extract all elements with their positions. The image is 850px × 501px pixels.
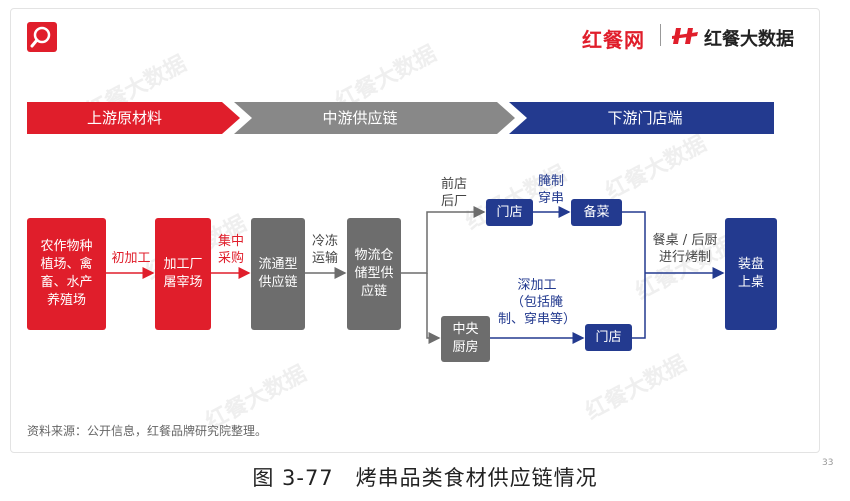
label-initial-processing: 初加工	[111, 251, 151, 266]
stage-upstream-arrow	[27, 102, 240, 134]
node-central-kitchen: 中央 厨房	[441, 316, 490, 362]
search-logo	[27, 22, 57, 52]
source-note: 资料来源：公开信息，红餐品牌研究院整理。	[27, 424, 268, 438]
edge-to-store-top	[401, 206, 486, 274]
node-circulation-supply: 流通型 供应链	[251, 218, 305, 330]
stage-downstream-arrow	[509, 102, 774, 134]
brand-divider	[660, 24, 661, 46]
stage-banner	[27, 102, 774, 134]
label-central-purchase: 集中 采购	[217, 234, 244, 266]
stage-downstream: 下游门店端	[607, 109, 683, 127]
label-front-back: 前店 后厂	[440, 177, 467, 209]
node-factory: 加工厂 屠宰场	[155, 218, 211, 330]
stage-midstream: 中游供应链	[322, 109, 398, 127]
node-plate: 装盘 上桌	[725, 218, 777, 330]
page-number: 33	[822, 458, 834, 468]
stage-midstream-arrow	[234, 102, 515, 134]
brand-hongcan-data: 红餐大数据	[704, 29, 794, 50]
figure-caption: 图 3-77 烤串品类食材供应链情况	[252, 466, 598, 490]
node-farm: 农作物种 植场、禽 畜、水产 养殖场	[27, 218, 106, 330]
label-pickle: 腌制 穿串	[537, 174, 564, 206]
label-grill: 餐桌 / 后厨 进行烤制	[652, 233, 718, 265]
label-cold-transport: 冷冻 运输	[311, 234, 338, 266]
stage-upstream: 上游原材料	[86, 109, 162, 127]
edge-to-central	[426, 273, 441, 344]
node-prep: 备菜	[571, 199, 622, 226]
node-logistics-supply: 物流仓 储型供 应链	[347, 218, 401, 330]
brand-hongcanwang: 红餐网	[582, 28, 645, 52]
brand-logo-icon	[672, 24, 700, 48]
node-store-top: 门店	[486, 199, 533, 226]
search-icon	[30, 26, 51, 48]
diagram-card	[10, 8, 820, 453]
label-deep-processing: 深加工 （包括腌 制、穿串等）	[497, 278, 576, 327]
edge-merge	[622, 211, 646, 339]
node-store-bottom: 门店	[585, 324, 632, 351]
